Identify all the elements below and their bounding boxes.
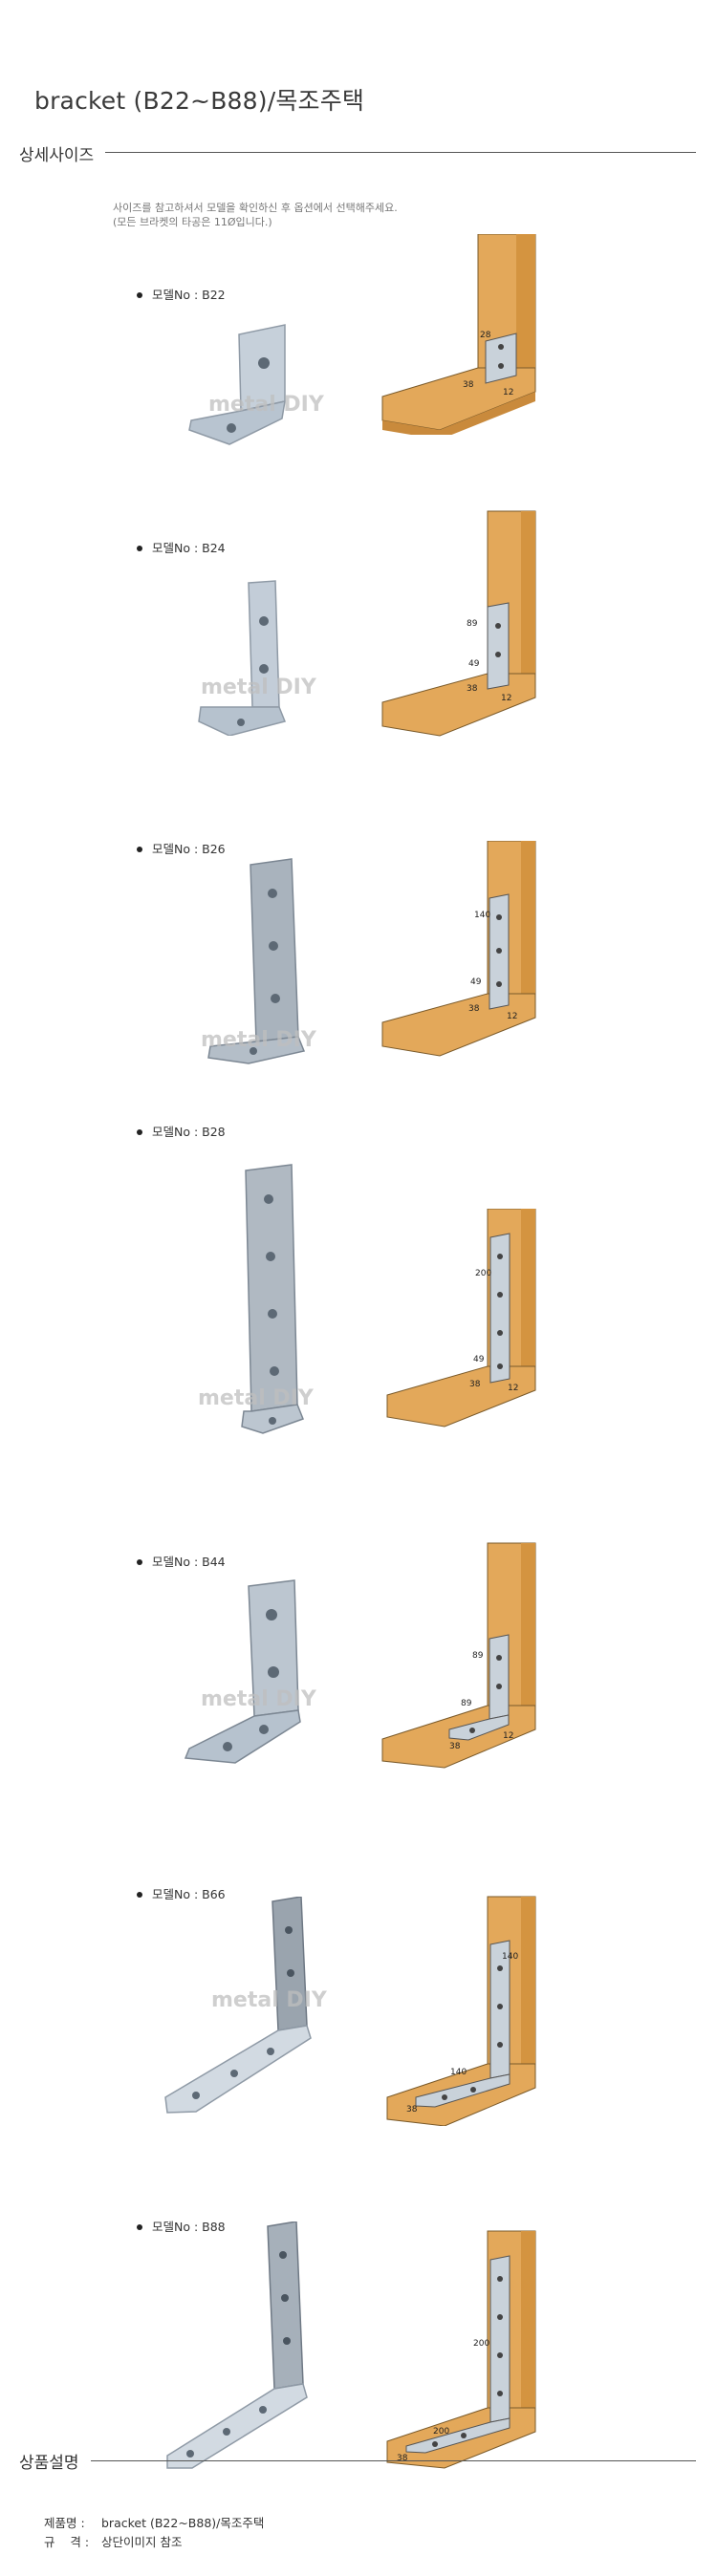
svg-text:49: 49 bbox=[468, 659, 480, 669]
svg-text:12: 12 bbox=[508, 1384, 518, 1393]
model-label-b88: 모델No : B88 bbox=[137, 2217, 226, 2235]
svg-text:200: 200 bbox=[433, 2427, 449, 2436]
bracket-drawing-b22: 28 38 12 bbox=[381, 234, 536, 435]
svg-text:89: 89 bbox=[472, 1651, 484, 1661]
page-title: bracket (B22~B88)/목조주택 bbox=[34, 87, 365, 115]
bracket-photo-b24: metal DIY bbox=[198, 580, 317, 736]
model-label-b66: 모델No : B66 bbox=[137, 1884, 226, 1902]
bullet-icon bbox=[137, 846, 142, 852]
bullet-icon bbox=[137, 291, 142, 298]
bullet-icon bbox=[137, 2223, 142, 2230]
svg-text:140: 140 bbox=[502, 1952, 518, 1962]
model-label-b22: 모델No : B22 bbox=[137, 285, 226, 303]
bullet-icon bbox=[137, 1891, 142, 1898]
svg-text:metal DIY: metal DIY bbox=[211, 1988, 328, 2012]
section-heading-detail-size: 상세사이즈 bbox=[19, 146, 95, 165]
section-divider bbox=[105, 152, 696, 153]
svg-text:12: 12 bbox=[501, 694, 511, 703]
bracket-drawing-b26: 140 49 38 12 bbox=[381, 841, 536, 1057]
product-info: 제품명 : bracket (B22~B88)/목조주택 규 격 : 상단이미지 참… bbox=[44, 2514, 264, 2552]
svg-text:metal DIY: metal DIY bbox=[201, 676, 317, 699]
bullet-icon bbox=[137, 1558, 142, 1565]
svg-text:140: 140 bbox=[450, 2068, 467, 2077]
section-heading-product-desc: 상품설명 bbox=[19, 2454, 79, 2473]
svg-text:89: 89 bbox=[467, 619, 478, 629]
svg-text:28: 28 bbox=[480, 331, 491, 340]
svg-text:38: 38 bbox=[449, 1742, 461, 1751]
bracket-drawing-b88: 200 200 38 bbox=[386, 2230, 536, 2469]
bracket-drawing-b66: 140 140 38 bbox=[386, 1896, 536, 2126]
model-label-b28: 모델No : B28 bbox=[137, 1122, 226, 1140]
product-name-row: 제품명 : bracket (B22~B88)/목조주택 bbox=[44, 2514, 264, 2533]
svg-text:200: 200 bbox=[475, 1269, 491, 1278]
product-name-value: bracket (B22~B88)/목조주택 bbox=[101, 2516, 265, 2530]
bracket-drawing-b24: 89 49 38 12 bbox=[381, 510, 536, 737]
bracket-drawing-b44: 89 89 38 12 bbox=[381, 1542, 536, 1769]
svg-text:140: 140 bbox=[474, 911, 490, 920]
svg-text:metal DIY: metal DIY bbox=[201, 1687, 317, 1711]
bracket-photo-b26: metal DIY bbox=[201, 858, 317, 1064]
size-notice: 사이즈를 참고하셔서 모델을 확인하신 후 옵션에서 선택해주세요. (모든 브… bbox=[113, 201, 398, 229]
notice-line-1: 사이즈를 참고하셔서 모델을 확인하신 후 옵션에서 선택해주세요. bbox=[113, 202, 398, 214]
svg-text:49: 49 bbox=[473, 1355, 485, 1364]
bracket-photo-b44: metal DIY bbox=[184, 1579, 317, 1764]
svg-text:38: 38 bbox=[469, 1380, 481, 1389]
model-label-b26: 모델No : B26 bbox=[137, 839, 226, 857]
bullet-icon bbox=[137, 545, 142, 551]
svg-text:49: 49 bbox=[470, 977, 482, 987]
bracket-photo-b28: metal DIY bbox=[198, 1164, 315, 1434]
product-name-label: 제품명 : bbox=[44, 2516, 85, 2530]
svg-text:38: 38 bbox=[397, 2454, 408, 2463]
product-spec-value: 상단이미지 참조 bbox=[101, 2535, 183, 2549]
svg-text:12: 12 bbox=[503, 1731, 513, 1741]
svg-text:metal DIY: metal DIY bbox=[198, 1386, 315, 1410]
bracket-photo-b66: metal DIY bbox=[164, 1897, 328, 2114]
svg-text:38: 38 bbox=[406, 2105, 418, 2114]
svg-text:38: 38 bbox=[468, 1004, 480, 1014]
bracket-photo-b22: metal DIY bbox=[188, 324, 325, 445]
product-spec-label: 규 격 : bbox=[44, 2535, 90, 2549]
svg-text:12: 12 bbox=[507, 1012, 517, 1021]
model-label-b24: 모델No : B24 bbox=[137, 538, 226, 556]
svg-text:38: 38 bbox=[463, 380, 474, 390]
notice-line-2: (모든 브라켓의 타공은 11Ø입니다.) bbox=[113, 216, 272, 228]
svg-text:200: 200 bbox=[473, 2339, 489, 2349]
model-label-b44: 모델No : B44 bbox=[137, 1552, 226, 1570]
svg-text:metal DIY: metal DIY bbox=[201, 1028, 317, 1052]
bracket-photo-b88 bbox=[166, 2222, 308, 2469]
product-spec-row: 규 격 : 상단이미지 참조 bbox=[44, 2533, 264, 2552]
svg-text:89: 89 bbox=[461, 1699, 472, 1708]
bracket-drawing-b28: 200 49 38 12 bbox=[386, 1209, 536, 1428]
watermark: metal DIY bbox=[208, 393, 325, 417]
svg-text:12: 12 bbox=[503, 388, 513, 397]
bullet-icon bbox=[137, 1128, 142, 1135]
section-divider bbox=[91, 2460, 696, 2461]
svg-text:38: 38 bbox=[467, 684, 478, 694]
